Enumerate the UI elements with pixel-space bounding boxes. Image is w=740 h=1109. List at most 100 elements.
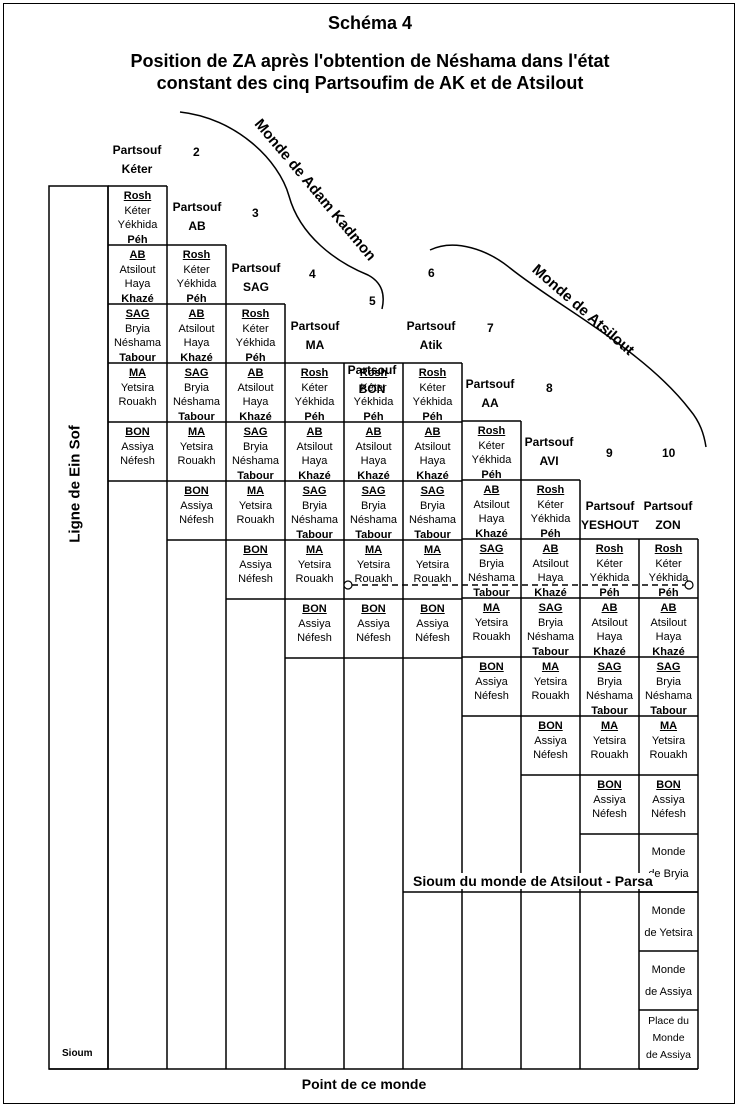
cell-line: Yékhida bbox=[471, 454, 512, 466]
cell-line: Haya bbox=[183, 337, 210, 349]
cell-line: Yékhida bbox=[412, 396, 453, 408]
cell-line: Haya bbox=[537, 572, 564, 584]
cell-line: BON bbox=[184, 485, 209, 497]
cell-line: Rouakh bbox=[118, 396, 157, 408]
ak-brace bbox=[179, 111, 384, 310]
cell-line: Kéter bbox=[360, 381, 387, 394]
cell-line: Yetsira bbox=[179, 440, 214, 453]
cell-line: Haya bbox=[242, 396, 269, 408]
cell-line: Haya bbox=[478, 513, 505, 525]
cell-line: Haya bbox=[419, 455, 446, 467]
schema-number: Schéma 4 bbox=[327, 13, 413, 33]
cell-line: Néfesh bbox=[297, 632, 332, 644]
cell-line: Haya bbox=[301, 455, 328, 467]
page-frame bbox=[3, 3, 735, 1104]
tabour-marker bbox=[684, 580, 694, 590]
cell-line: Rosh bbox=[595, 543, 624, 555]
partsouf-label-word: Partsouf bbox=[231, 261, 281, 275]
world-line: Monde bbox=[651, 964, 686, 976]
parsa-label: Sioum du monde de Atsilout - Parsa bbox=[412, 873, 654, 889]
cell-line: Bryia bbox=[124, 322, 151, 335]
cell-line: Yetsira bbox=[592, 734, 627, 747]
cell-line: Kéter bbox=[242, 322, 269, 335]
cell-line: Khazé bbox=[652, 645, 685, 658]
cell-line: Bryia bbox=[478, 557, 505, 570]
cell-line: Rosh bbox=[359, 367, 388, 379]
cell-line: Péh bbox=[245, 351, 266, 364]
cell-line: Péh bbox=[422, 410, 443, 423]
cell-line: Néfesh bbox=[651, 808, 686, 820]
world-line: Monde bbox=[651, 846, 686, 858]
title-line-2: constant des cinq Partsoufim de AK et de… bbox=[156, 73, 584, 93]
partsouf-label-name: AB bbox=[188, 219, 206, 233]
partsouf-label-name: MA bbox=[305, 338, 325, 352]
partsouf-label-word: Partsouf bbox=[406, 319, 456, 333]
cell-line: BON bbox=[656, 779, 681, 791]
cell-line: Assiya bbox=[121, 440, 154, 453]
cell-line: Rouakh bbox=[531, 690, 570, 702]
cell-line: Bryia bbox=[183, 381, 210, 394]
cell-line: Rosh bbox=[241, 308, 270, 320]
cell-line: Kéter bbox=[478, 439, 505, 452]
partsouf-number: 5 bbox=[369, 294, 376, 308]
cell-line: SAG bbox=[243, 426, 268, 438]
cell-line: Rouakh bbox=[236, 514, 275, 526]
cell-line: Néfesh bbox=[415, 632, 450, 644]
cell-line: Rouakh bbox=[413, 573, 452, 585]
cell-line: MA bbox=[364, 544, 383, 556]
cell-line: Bryia bbox=[242, 440, 269, 453]
cell-line: Néshama bbox=[172, 396, 221, 408]
cell-line: Khazé bbox=[357, 469, 390, 482]
cell-line: Yékhida bbox=[530, 513, 571, 525]
cell-line: Néshama bbox=[349, 514, 398, 526]
cell-line: Yetsira bbox=[533, 675, 568, 688]
cell-line: Bryia bbox=[655, 675, 682, 688]
cell-line: Yetsira bbox=[415, 558, 450, 571]
cell-line: Assiya bbox=[239, 558, 272, 571]
cell-line: Assiya bbox=[298, 617, 331, 630]
cell-line: BON bbox=[597, 779, 622, 791]
cell-line: Rouakh bbox=[295, 573, 334, 585]
cell-line: MA bbox=[128, 367, 147, 379]
cell-line: Assiya bbox=[180, 499, 213, 512]
cell-line: Yetsira bbox=[297, 558, 332, 571]
partsouf-label-name: Kéter bbox=[121, 162, 153, 176]
partsouf-number: 3 bbox=[252, 206, 259, 220]
cell-line: Tabour bbox=[237, 469, 274, 482]
cell-line: BON bbox=[302, 603, 327, 615]
cell-line: Assiya bbox=[593, 793, 626, 806]
cell-line: Néfesh bbox=[179, 514, 214, 526]
cell-line: Yékhida bbox=[294, 396, 335, 408]
partsouf-number: 8 bbox=[546, 381, 553, 395]
cell-line: Atsilout bbox=[178, 322, 215, 335]
cell-line: Khazé bbox=[534, 586, 567, 599]
cell-line: Bryia bbox=[537, 616, 564, 629]
point-de-ce-monde-label: Point de ce monde bbox=[301, 1076, 427, 1092]
partsouf-label-word: Partsouf bbox=[524, 435, 574, 449]
cell-line: Rouakh bbox=[649, 749, 688, 761]
